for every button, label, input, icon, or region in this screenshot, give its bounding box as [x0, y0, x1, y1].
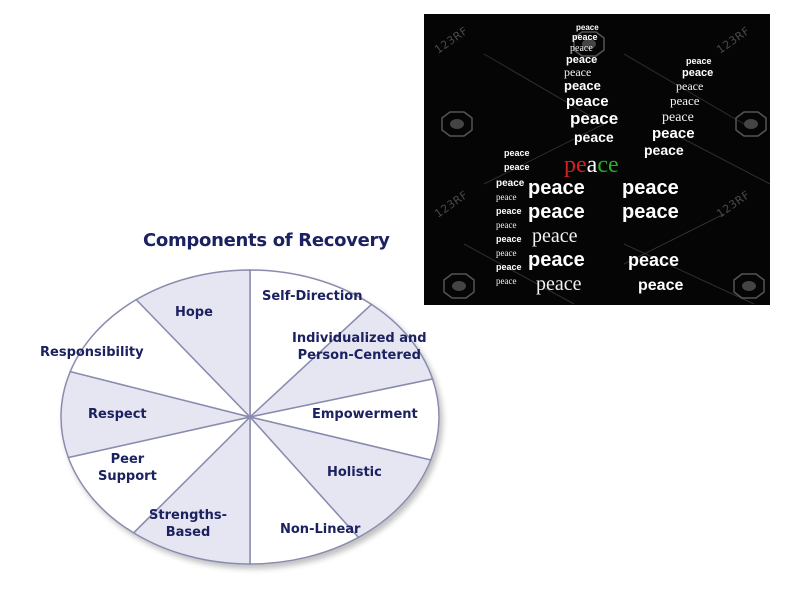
peace-word: peace — [566, 93, 609, 110]
peace-word: peace — [622, 201, 679, 223]
peace-word: peace — [536, 273, 582, 295]
segment-label-respect: Respect — [88, 407, 147, 422]
wheel-segment — [249, 269, 373, 419]
peace-word: peace — [504, 162, 530, 172]
components-of-recovery-diagram: Components of Recovery Self-Direction In… — [30, 222, 470, 582]
peace-word: peace — [528, 177, 585, 199]
segment-label-line: Individualized and — [292, 331, 427, 346]
peace-word: peace — [686, 56, 712, 66]
watermark-text: 123RF — [714, 188, 752, 220]
segment-label-empowerment: Empowerment — [312, 407, 418, 422]
peace-word: peace — [638, 277, 683, 294]
peace-word: peace — [496, 276, 516, 286]
peace-hand-graphic: 123RF 123RF 123RF 123RF peacepeacepeacep… — [432, 23, 770, 305]
segment-label-self-direction: Self-Direction — [262, 289, 363, 304]
peace-word: peace — [670, 93, 700, 108]
peace-word: peace — [566, 54, 597, 66]
peace-word: peace — [662, 110, 694, 125]
segment-label-line: Support — [98, 469, 157, 484]
peace-word: peace — [574, 129, 614, 145]
peace-word: peace — [652, 125, 695, 142]
peace-highlight-word: peace — [564, 152, 619, 178]
peace-word: peace — [496, 220, 516, 230]
segment-label-line: Peer — [110, 452, 145, 467]
watermark-text: 123RF — [432, 188, 470, 220]
peace-word: peace — [496, 262, 522, 272]
peace-word: peace — [622, 177, 679, 199]
peace-word: peace — [528, 249, 585, 271]
wheel-segment — [67, 415, 253, 534]
wheel-segment — [132, 415, 251, 565]
segment-label-responsibility: Responsibility — [40, 345, 144, 360]
peace-highlight-part-red: pe — [564, 152, 587, 178]
peace-word: peace — [564, 65, 591, 79]
peace-word: peace — [496, 248, 516, 258]
peace-highlight-part-white: a — [587, 152, 598, 178]
peace-word: peace — [504, 148, 530, 158]
wheel-segment — [247, 303, 434, 419]
wheel-center-dot — [248, 415, 252, 419]
peace-word: peace — [570, 109, 618, 128]
peace-word: peace — [496, 192, 516, 202]
diagram-title: Components of Recovery — [143, 230, 390, 251]
peace-word: peace — [570, 43, 593, 54]
watermark-lines — [463, 53, 770, 305]
peace-word: peace — [628, 250, 679, 270]
watermark-text: 123RF — [432, 24, 470, 56]
peace-word: peace — [496, 178, 525, 189]
wheel-segment — [60, 370, 251, 459]
peace-word: peace — [496, 234, 522, 244]
wheel-segment — [249, 378, 440, 461]
peace-word: peace — [564, 78, 601, 93]
segment-label-holistic: Holistic — [327, 465, 382, 480]
peace-word: peace — [532, 225, 578, 247]
segment-label-individualized: Individualized and Person-Centered — [292, 330, 427, 364]
watermark-camera-lenses — [450, 39, 758, 291]
recovery-wheel — [60, 269, 440, 565]
peace-highlight-part-green: ce — [597, 152, 618, 178]
peace-word: peace — [528, 201, 585, 223]
wheel-segment — [247, 415, 432, 539]
peace-word: peace — [572, 32, 598, 42]
wheel-segment — [69, 298, 253, 419]
peace-word: peace — [576, 23, 599, 32]
peace-word: peace — [496, 206, 522, 216]
wheel-segment — [249, 415, 360, 565]
segment-label-peer-support: Peer Support — [98, 451, 157, 485]
segment-label-strengths-based: Strengths-Based — [149, 508, 227, 540]
segment-label-hope: Hope — [175, 305, 213, 320]
peace-word: peace — [644, 142, 684, 158]
watermark-text: 123RF — [714, 24, 752, 56]
peace-word: peace — [676, 79, 703, 93]
segment-label-non-linear: Non-Linear — [280, 522, 361, 537]
wheel-segment — [135, 269, 251, 419]
peace-word: peace — [682, 67, 713, 79]
peace-word-cloud: peacepeacepeacepeacepeacepeacepeacepeace… — [496, 23, 713, 295]
watermark-camera-icons — [441, 31, 767, 299]
segment-label-line: Person-Centered — [297, 348, 421, 363]
wheel-segments — [60, 269, 440, 565]
